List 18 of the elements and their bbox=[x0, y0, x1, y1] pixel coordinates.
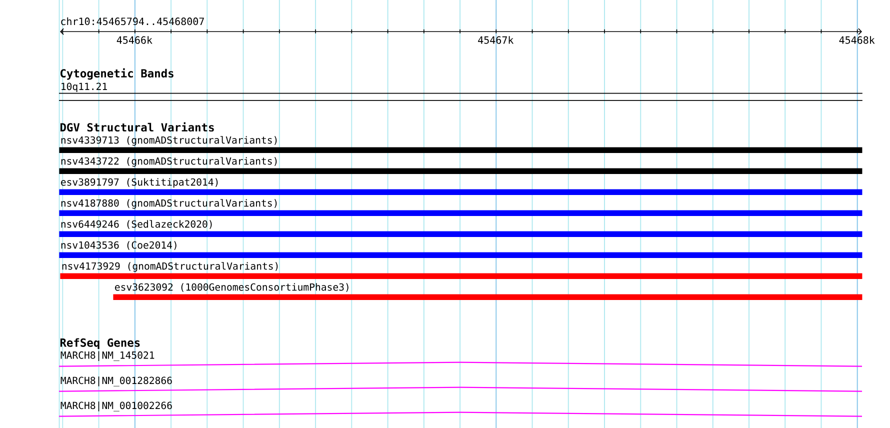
feature-label: esv3623092 (1000GenomesConsortiumPhase3) bbox=[115, 283, 348, 292]
feature-label: esv3891797 (Suktitipat2014) bbox=[61, 178, 218, 188]
track-heading: RefSeq Genes bbox=[60, 338, 140, 350]
feature-label: MARCH8|NM_145021 bbox=[60, 351, 154, 361]
feature-label: nsv6449246 (Sedlazeck2020) bbox=[61, 220, 212, 229]
tick-label: 45466k bbox=[116, 36, 152, 44]
feature-label: MARCH8|NM_001002266 bbox=[60, 402, 172, 412]
feature-label: nsv4339713 (gnomADStructuralVariants) bbox=[61, 136, 277, 146]
feature-label: nsv4173929 (gnomADStructuralVariants) bbox=[62, 262, 278, 272]
feature-label: nsv4343722 (gnomADStructuralVariants) bbox=[61, 157, 277, 167]
tick-label: 45468k bbox=[839, 36, 875, 44]
track-heading: DGV Structural Variants bbox=[60, 122, 214, 132]
feature-label: nsv4187880 (gnomADStructuralVariants) bbox=[61, 199, 277, 209]
location-label: chr10:45465794..45468007 bbox=[61, 17, 204, 26]
feature-label: 10q11.21 bbox=[62, 82, 107, 92]
tick-label: 45467k bbox=[478, 36, 514, 44]
feature-label: nsv1043536 (Coe2014) bbox=[61, 241, 176, 250]
feature-label: MARCH8|NM_001282866 bbox=[60, 376, 172, 386]
